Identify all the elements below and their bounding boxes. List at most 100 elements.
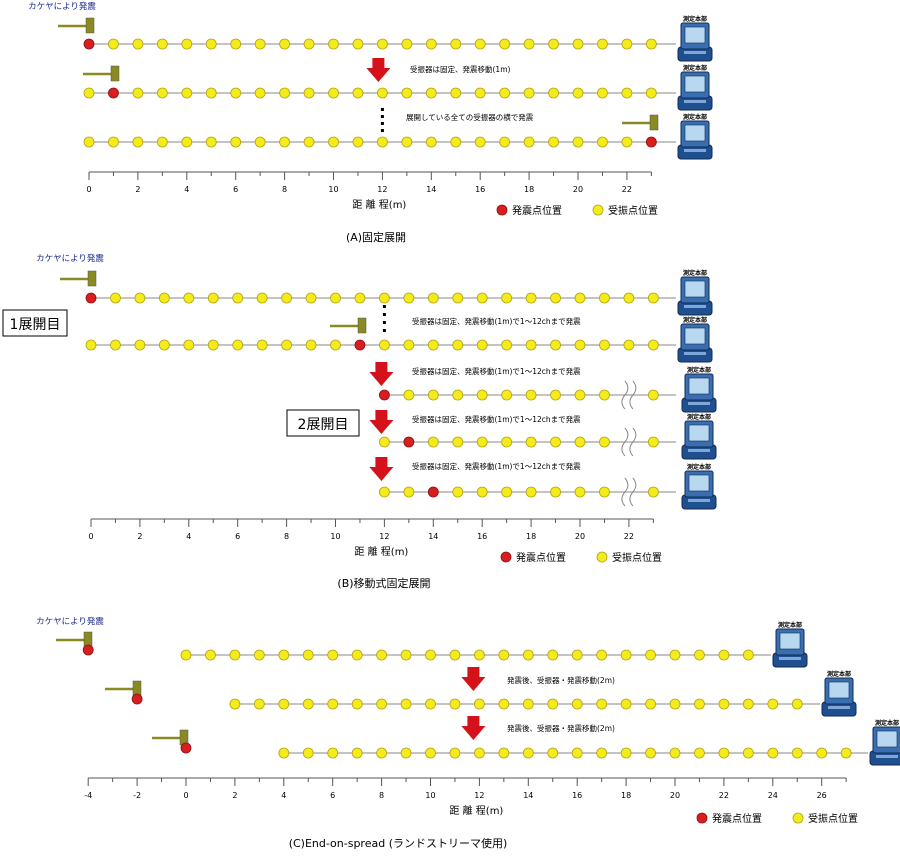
axis-tick-label: 8 xyxy=(282,185,287,194)
receiver-point xyxy=(328,87,339,99)
hammer-head-icon xyxy=(649,114,659,131)
recorder-keys-icon xyxy=(688,449,710,452)
recorder-screen-icon xyxy=(684,280,706,298)
receiver-point xyxy=(253,698,265,710)
source-point xyxy=(403,436,415,448)
receiver-point xyxy=(791,698,803,710)
recorder-screen-icon xyxy=(828,681,850,699)
receiver-point xyxy=(474,38,486,50)
receiver-point xyxy=(694,649,705,661)
receiver-point xyxy=(303,38,315,50)
hammer-head-icon xyxy=(110,65,120,82)
receiver-point xyxy=(376,747,388,759)
axis-tick-label: 10 xyxy=(330,532,340,541)
axis-tick-label: 10 xyxy=(328,185,338,194)
receiver-point xyxy=(522,649,534,661)
axis-tick-label: 10 xyxy=(425,791,435,800)
receiver-point xyxy=(302,747,314,759)
recorder-label: 測定本部 xyxy=(683,316,707,324)
source-point xyxy=(108,87,119,99)
recorder-screen-icon xyxy=(876,730,898,748)
axis-tick-label: -4 xyxy=(84,791,92,800)
annotation-text: 展開している全ての受振器の横で発震 xyxy=(406,112,534,122)
recorder-label: 測定本部 xyxy=(778,621,802,629)
receiver-point xyxy=(476,389,488,401)
receiver-point xyxy=(596,649,608,661)
receiver-point xyxy=(108,136,119,148)
axis-tick-label: 8 xyxy=(284,532,289,541)
axis-tick-label: 12 xyxy=(379,532,389,541)
receiver-point xyxy=(498,698,510,710)
receiver-point xyxy=(450,38,462,50)
receiver-point xyxy=(647,389,659,401)
receiver-point xyxy=(599,436,610,448)
receiver-point xyxy=(230,38,242,50)
annotation-text: 受振器は固定、発震移動(1m)で1～12chまで発震 xyxy=(412,414,581,424)
annotation-text: 発震後、受振器・発震移動(2m) xyxy=(507,675,615,685)
receiver-point xyxy=(645,747,656,759)
receiver-point xyxy=(550,292,561,304)
receiver-point xyxy=(205,649,216,661)
receiver-point xyxy=(574,389,586,401)
receiver-point xyxy=(572,136,584,148)
axis-tick-label: 2 xyxy=(135,185,140,194)
recorder-label: 測定本部 xyxy=(683,64,707,72)
receiver-point xyxy=(425,136,437,148)
receiver-point xyxy=(278,649,290,661)
deployment-2-box xyxy=(286,409,360,437)
receiver-point xyxy=(501,389,513,401)
receiver-point xyxy=(230,87,242,99)
receiver-point xyxy=(474,87,486,99)
receiver-point xyxy=(476,339,488,351)
receiver-point xyxy=(376,649,388,661)
continuation-dot xyxy=(382,329,386,332)
recorder-label: 測定本部 xyxy=(687,366,711,374)
recorder-unit-icon xyxy=(677,323,713,363)
receiver-point xyxy=(328,136,339,148)
recorder-keys-icon xyxy=(688,402,710,405)
recorder-label: 測定本部 xyxy=(687,413,711,421)
recorder-screen-icon xyxy=(684,124,706,142)
recorder-label: 測定本部 xyxy=(687,463,711,471)
receiver-point xyxy=(623,292,635,304)
source-point xyxy=(500,551,512,563)
receiver-point xyxy=(645,87,657,99)
receiver-point xyxy=(132,38,144,50)
continuation-dot xyxy=(380,122,384,125)
receiver-point xyxy=(378,292,390,304)
receiver-point xyxy=(427,339,439,351)
receiver-point xyxy=(232,292,244,304)
receiver-point xyxy=(354,292,366,304)
recorder-keys-icon xyxy=(684,149,706,152)
receiver-point xyxy=(621,136,633,148)
hammer-head-icon xyxy=(85,17,95,34)
receiver-point xyxy=(571,747,583,759)
receiver-point xyxy=(767,698,779,710)
hammer-caption: カケヤにより発震 xyxy=(28,2,96,12)
receiver-point xyxy=(596,551,608,563)
receiver-point xyxy=(156,136,168,148)
receiver-point xyxy=(83,87,95,99)
receiver-point xyxy=(473,649,485,661)
receiver-point xyxy=(596,698,608,710)
receiver-point xyxy=(230,136,242,148)
axis-title: 距 離 程(m) xyxy=(352,198,406,211)
legend-receiver-label: 受振点位置 xyxy=(608,204,658,217)
receiver-point xyxy=(669,747,681,759)
receiver-point xyxy=(351,698,363,710)
source-point xyxy=(83,38,95,50)
receiver-point xyxy=(501,486,513,498)
receiver-point xyxy=(548,136,559,148)
receiver-point xyxy=(501,339,513,351)
receiver-point xyxy=(523,87,535,99)
recorder-unit-icon xyxy=(677,22,713,62)
axis-tick-label: 18 xyxy=(621,791,631,800)
receiver-point xyxy=(183,292,195,304)
receiver-point xyxy=(592,204,604,216)
receiver-point xyxy=(376,698,388,710)
receiver-point xyxy=(256,292,268,304)
receiver-point xyxy=(452,292,464,304)
axis-tick-label: 2 xyxy=(137,532,142,541)
